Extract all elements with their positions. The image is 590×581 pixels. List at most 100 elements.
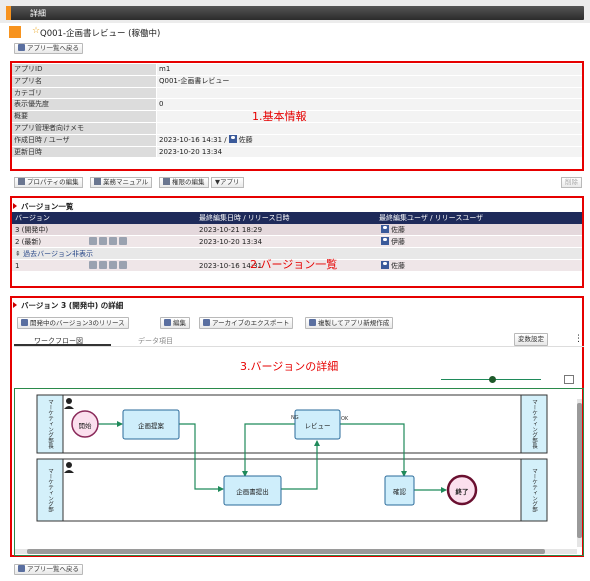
annotation-basic-info: 1.基本情報 — [252, 110, 307, 123]
end-event[interactable] — [446, 474, 478, 506]
version-row[interactable]: 2 (最新) 2023-10-20 13:34 伊藤 — [12, 236, 582, 248]
tab-data-items[interactable]: データ項目 — [138, 337, 173, 345]
app-menu-button[interactable]: ▼アプリ — [211, 177, 244, 188]
search-icon[interactable] — [89, 237, 97, 245]
edge-submit-review — [281, 440, 320, 490]
horizontal-scrollbar-thumb[interactable] — [27, 549, 545, 554]
edit-permission-button[interactable]: 権限の編集 — [159, 177, 209, 188]
back-label: アプリ一覧へ戻る — [27, 44, 79, 52]
basic-info-highlight — [10, 61, 584, 171]
user-name[interactable]: 伊藤 — [391, 238, 405, 246]
info-row: 概要 — [12, 111, 582, 123]
more-menu-icon[interactable]: ⋮ — [574, 334, 583, 344]
hide-past-row[interactable]: ⇞ 過去バージョン非表示 — [12, 248, 582, 260]
collapse-triangle-icon[interactable] — [13, 203, 17, 209]
release-label: 開発中のバージョン3のリリース — [30, 319, 125, 327]
annotation-version-detail: 3.バージョンの詳細 — [240, 360, 339, 373]
user-name[interactable]: 佐藤 — [391, 262, 405, 270]
tab-workflow[interactable]: ワークフロー図 — [34, 337, 83, 345]
copy-icon[interactable] — [119, 237, 127, 245]
plan-label: 企画提案 — [138, 422, 164, 430]
date-cell: 2023-10-16 14:31 — [199, 262, 263, 270]
hide-past-link[interactable]: ⇞ 過去バージョン非表示 — [12, 248, 93, 259]
start-event[interactable] — [71, 410, 99, 438]
app-color-icon — [9, 26, 21, 38]
hide-past-label: 過去バージョン非表示 — [23, 250, 93, 258]
info-value: Q001-企画書レビュー — [157, 75, 582, 87]
back-icon — [18, 565, 25, 572]
version-list-title: バージョン一覧 — [13, 201, 73, 212]
header-bar — [6, 6, 584, 20]
edit-button[interactable]: 編集 — [160, 317, 190, 329]
person-icon — [64, 398, 74, 409]
variable-settings-button[interactable]: 変数設定 — [514, 333, 548, 346]
back-to-list-button-bottom[interactable]: アプリ一覧へ戻る — [14, 564, 83, 575]
edge-review-ng — [242, 423, 295, 477]
copy-app-button[interactable]: 複製してアプリ新規作成 — [305, 317, 394, 329]
version-row[interactable]: 1 2023-10-16 14:31 佐藤 — [12, 260, 582, 272]
col-version: バージョン — [15, 214, 50, 222]
export-archive-label: アーカイブのエクスポート — [212, 319, 290, 327]
archive-icon — [203, 319, 210, 326]
manual-button[interactable]: 業務マニュアル — [90, 177, 153, 188]
user-icon — [381, 237, 389, 245]
export-icon[interactable] — [99, 261, 107, 269]
col-user: 最終編集ユーザ / リリースユーザ — [379, 214, 484, 222]
edit-icon — [164, 319, 171, 326]
lane-2-label-left: マーケティング部 — [47, 468, 53, 512]
info-row: アプリ管理者向けメモ — [12, 122, 582, 135]
info-value: 0 — [157, 99, 582, 111]
workflow-canvas[interactable] — [14, 388, 584, 556]
search-icon[interactable] — [89, 261, 97, 269]
date-cell: 2023-10-20 13:34 — [199, 238, 263, 246]
export-icon[interactable] — [99, 237, 107, 245]
property-icon — [18, 178, 25, 185]
version-table: バージョン 最終編集日時 / リリース日時 最終編集ユーザ / リリースユーザ … — [12, 212, 582, 272]
edit-property-button[interactable]: プロパティの編集 — [14, 177, 83, 188]
version-detail-title: バージョン 3 (開発中) の詳細 — [13, 300, 123, 311]
task-submit[interactable] — [223, 475, 282, 506]
download-icon[interactable] — [109, 261, 117, 269]
tab-divider — [14, 346, 584, 347]
user-cell: 伊藤 — [376, 236, 405, 247]
version-list-highlight — [10, 196, 584, 288]
task-confirm[interactable] — [384, 475, 415, 506]
version-detail-title-text: バージョン 3 (開発中) の詳細 — [21, 301, 124, 310]
created-user[interactable]: 佐藤 — [238, 135, 253, 144]
copy-icon — [309, 319, 316, 326]
workflow-diagram — [15, 394, 582, 554]
back-to-list-button[interactable]: アプリ一覧へ戻る — [14, 43, 83, 54]
version-list-title-text: バージョン一覧 — [21, 202, 74, 211]
info-value: 2023-10-20 13:34 — [157, 146, 582, 158]
lane-2-header-right — [520, 458, 548, 522]
fit-view-icon[interactable] — [564, 375, 574, 384]
favorite-star-icon[interactable]: ☆ — [32, 26, 41, 36]
date-cell: 2023-10-21 18:29 — [199, 226, 263, 234]
lane-1-header-left — [36, 394, 64, 454]
app-title: Q001-企画書レビュー (稼働中) — [40, 29, 161, 39]
row-actions — [86, 236, 129, 247]
task-plan[interactable] — [122, 409, 180, 440]
delete-button[interactable]: 削除 — [561, 177, 582, 188]
back-icon — [18, 44, 25, 51]
download-icon[interactable] — [109, 237, 117, 245]
copy-app-label: 複製してアプリ新規作成 — [318, 319, 390, 327]
task-review[interactable] — [294, 409, 341, 440]
release-button[interactable]: 開発中のバージョン3のリリース — [17, 317, 129, 329]
export-archive-button[interactable]: アーカイブのエクスポート — [199, 317, 294, 329]
active-tab-indicator — [14, 344, 111, 346]
info-value — [157, 122, 582, 134]
zoom-slider-handle[interactable] — [489, 376, 496, 383]
user-name[interactable]: 佐藤 — [391, 226, 405, 234]
collapse-triangle-icon[interactable] — [13, 302, 17, 308]
info-label: カテゴリ — [12, 87, 156, 99]
version-cell: 2 (最新) — [15, 238, 42, 246]
vertical-scrollbar-thumb[interactable] — [577, 403, 582, 538]
copy-icon[interactable] — [119, 261, 127, 269]
version-row[interactable]: 3 (開発中) 2023-10-21 18:29 佐藤 — [12, 224, 582, 236]
back-label: アプリ一覧へ戻る — [27, 565, 79, 573]
